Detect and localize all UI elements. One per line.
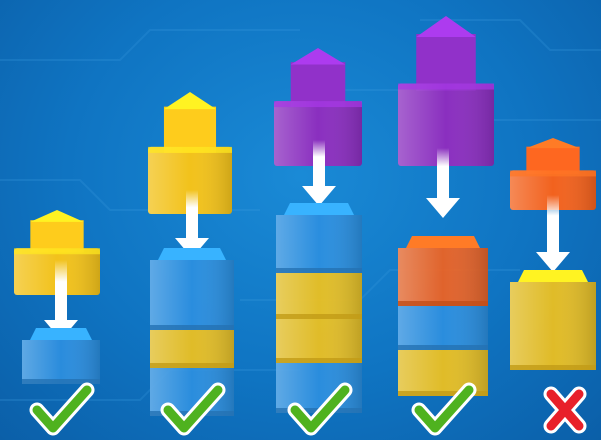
examples: [14, 16, 596, 428]
red-x-icon: [551, 394, 579, 426]
stack-block-blue: [398, 306, 488, 350]
green-checkmark-icon: [37, 390, 87, 428]
falling-piece-purple: [398, 16, 494, 166]
stack-block-blue: [22, 328, 100, 384]
stack-block-yellow: [276, 319, 362, 363]
stack-block-yellow: [510, 270, 596, 370]
example-3: [274, 48, 362, 428]
stack-block-yellow: [150, 330, 234, 368]
stack-block-orange: [398, 236, 488, 306]
stack-block-blue: [150, 248, 234, 330]
example-5: [510, 138, 596, 426]
stack-block-blue: [276, 203, 362, 273]
example-4: [398, 16, 494, 428]
stack-block-yellow: [276, 273, 362, 319]
example-2: [148, 92, 234, 428]
example-1: [14, 210, 100, 428]
